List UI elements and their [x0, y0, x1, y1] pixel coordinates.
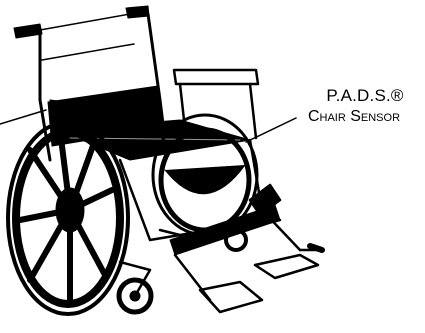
product-name-label: P.A.D.S.®	[305, 86, 425, 106]
rear-wheel	[8, 122, 128, 314]
right-grip	[126, 6, 149, 18]
left-grip	[14, 24, 42, 38]
footplates	[200, 246, 322, 312]
left-pointer-line	[0, 110, 46, 124]
sensor-caption-label: Chair Sensor	[283, 108, 425, 126]
